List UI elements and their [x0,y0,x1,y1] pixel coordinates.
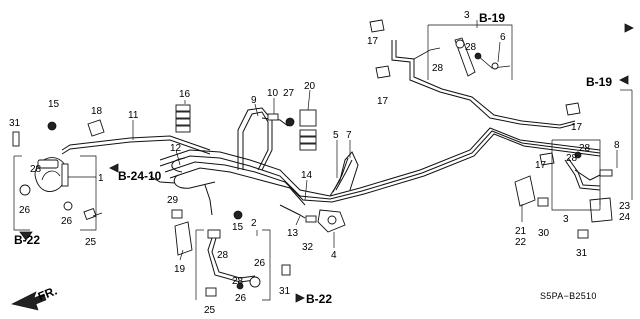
callout-8: 8 [614,140,620,151]
callout-27: 27 [283,88,295,99]
callout-11: 11 [128,110,139,121]
callout-26: 26 [19,205,31,216]
group-brackets [13,24,601,301]
diagram-code: S5PA−B2510 [540,291,597,301]
ref-b19-top: B-19 [479,11,505,25]
callout-21: 21 [515,226,527,237]
callout-26: 26 [235,293,247,304]
callout-28: 28 [232,276,244,287]
callout-numbers: 1 2 3 3 4 5 6 7 8 9 10 11 12 13 14 15 15… [9,10,631,316]
callout-22: 22 [515,237,527,248]
callout-2: 2 [251,218,257,229]
callout-17: 17 [367,36,379,47]
callout-31: 31 [9,118,21,129]
callout-28: 28 [566,153,578,164]
callout-25: 25 [85,237,97,248]
callout-19: 19 [174,264,186,275]
brake-pipe-bundle [61,40,613,219]
callout-3: 3 [464,10,470,21]
callout-9: 9 [251,95,257,106]
callout-28: 28 [432,63,444,74]
callout-12: 12 [170,143,182,154]
callout-17: 17 [571,122,583,133]
parts [12,19,613,297]
ref-b19-right: B-19 [586,75,612,89]
callout-3: 3 [563,214,569,225]
callout-16: 16 [179,89,191,100]
callout-23: 23 [619,201,631,212]
callout-6: 6 [500,32,506,43]
callout-31: 31 [576,248,588,259]
callout-4: 4 [331,250,337,261]
callout-15: 15 [232,222,244,233]
callout-28: 28 [579,143,591,154]
callout-17: 17 [377,96,389,107]
callout-28: 28 [465,42,477,53]
callout-26: 26 [254,258,266,269]
callout-13: 13 [287,228,299,239]
callout-5: 5 [333,130,339,141]
callout-18: 18 [91,106,103,117]
callout-31: 31 [279,286,291,297]
callout-17: 17 [535,160,547,171]
callout-14: 14 [301,170,313,181]
front-arrow-icon [11,291,47,311]
callout-32: 32 [302,242,314,253]
callout-20: 20 [304,81,316,92]
ref-b24-10: B-24-10 [118,169,162,183]
callout-29: 29 [167,195,179,206]
callout-15: 15 [48,99,60,110]
reference-labels: B-19 B-19 B-24-10 B-22 B-22 [14,11,612,306]
callout-28: 28 [30,164,42,175]
ref-b22-bottom: B-22 [306,292,332,306]
front-label: FR. [36,284,59,304]
callout-25: 25 [204,305,216,316]
reference-arrows [19,23,634,303]
callout-24: 24 [619,212,631,223]
callout-26: 26 [61,216,73,227]
leader-lines [68,20,633,261]
callout-28: 28 [217,250,229,261]
callout-10: 10 [267,88,279,99]
ref-b22-left: B-22 [14,233,40,247]
callout-30: 30 [538,228,550,239]
callout-1: 1 [98,173,104,184]
callout-7: 7 [346,130,352,141]
